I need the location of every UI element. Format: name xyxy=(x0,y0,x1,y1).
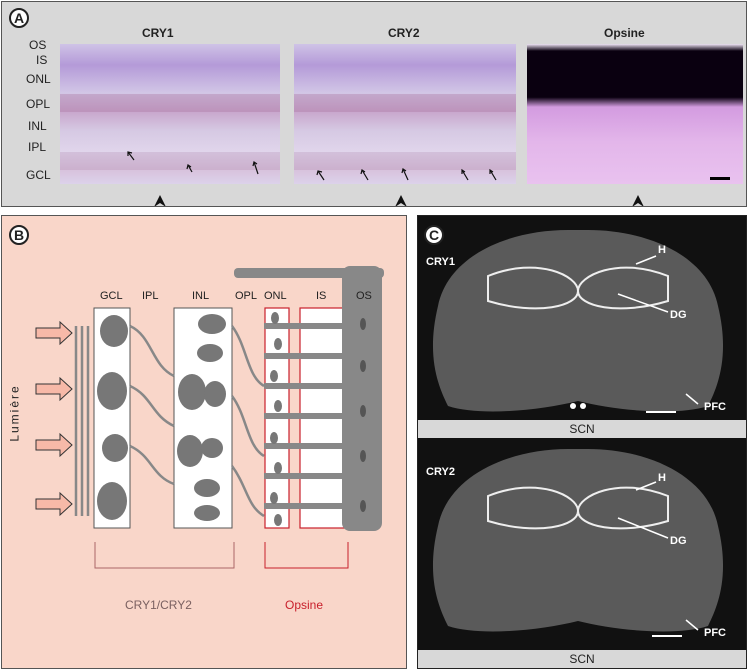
retina-schematic xyxy=(35,266,384,569)
brain-bottom-dg-label: DG xyxy=(670,535,687,547)
schematic-label-os: OS xyxy=(356,290,372,302)
brain-bottom-pfc-label: PFC xyxy=(704,627,726,639)
fibers xyxy=(74,324,265,518)
opsine-micrograph xyxy=(527,44,743,184)
panel-c: C CRY1 H DG PFC SCN CRY2 xyxy=(417,215,747,669)
photoreceptor-processes xyxy=(264,323,342,509)
cry1-micrograph xyxy=(60,44,280,184)
brain-bottom-scn-label: SCN xyxy=(418,650,746,668)
schematic-label-ipl: IPL xyxy=(142,290,159,302)
brain-section-bottom xyxy=(432,449,724,632)
brain-top-pfc-label: PFC xyxy=(704,401,726,413)
panel-b-badge: B xyxy=(9,225,29,245)
light-arrows xyxy=(35,320,73,517)
brain-bottom-title: CRY2 xyxy=(426,466,455,478)
group-brackets xyxy=(94,542,235,569)
layer-label-os: OS xyxy=(29,38,47,52)
brain-top-h-label: H xyxy=(658,244,666,256)
schematic-label-opl: OPL xyxy=(235,290,258,302)
schematic-label-gcl: GCL xyxy=(100,290,123,302)
panel-b: B xyxy=(1,215,407,669)
layer-label-ipl: IPL xyxy=(28,140,47,154)
arrowheads xyxy=(154,195,644,206)
photoreceptor-nuclei xyxy=(270,312,282,526)
brain-bottom-h-label: H xyxy=(658,472,666,484)
layer-label-opl: OPL xyxy=(26,97,51,111)
schematic-label-is: IS xyxy=(316,290,327,302)
panel-a: A OS IS ONL OPL INL IPL GCL CRY1 CRY2 Op… xyxy=(1,1,747,207)
layer-label-inl: INL xyxy=(28,119,47,133)
panel-c-badge: C xyxy=(424,225,444,245)
brain-sections xyxy=(432,230,724,637)
inner-nuclear-cells xyxy=(177,314,226,521)
schematic-label-onl: ONL xyxy=(264,290,287,302)
outer-segment-dots xyxy=(360,318,366,512)
schematic-label-inl: INL xyxy=(192,290,210,302)
retina-micrographs xyxy=(60,44,743,206)
brain-top-title: CRY1 xyxy=(426,256,455,268)
layer-label-is: IS xyxy=(36,53,48,67)
layer-label-gcl: GCL xyxy=(26,168,51,182)
photoreceptor-fringe xyxy=(234,266,384,531)
group-label-cry: CRY1/CRY2 xyxy=(125,598,192,612)
ganglion-cells xyxy=(97,315,128,520)
brain-top-scn-label: SCN xyxy=(418,420,746,438)
light-label: Lumière xyxy=(7,384,22,442)
group-label-opsine: Opsine xyxy=(285,598,324,612)
layer-label-onl: ONL xyxy=(26,72,51,86)
opsine-bracket xyxy=(264,542,349,569)
cry2-micrograph xyxy=(294,44,516,184)
panel-a-badge: A xyxy=(9,8,29,28)
title-cry2: CRY2 xyxy=(388,26,420,40)
scale-bars xyxy=(646,411,682,637)
brain-top-dg-label: DG xyxy=(670,309,687,321)
annotation-arrows xyxy=(127,151,497,181)
brain-section-top xyxy=(432,230,724,412)
title-cry1: CRY1 xyxy=(142,26,174,40)
title-opsine: Opsine xyxy=(604,26,645,40)
pointer-arrows xyxy=(617,255,699,631)
